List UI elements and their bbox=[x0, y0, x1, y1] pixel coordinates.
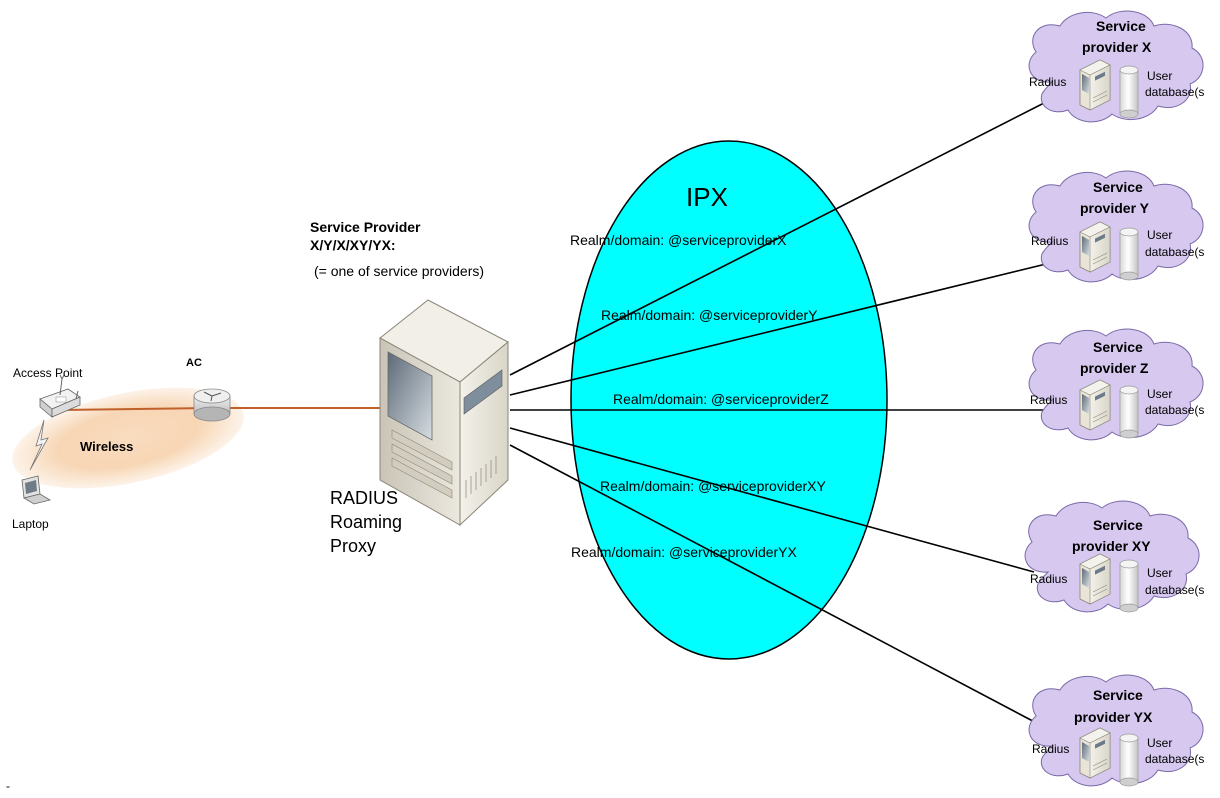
realm-label-z: Realm/domain: @serviceproviderZ bbox=[613, 391, 829, 407]
proxy-name-line3: Proxy bbox=[330, 536, 376, 556]
link-provider-x bbox=[509, 101, 1047, 376]
provider-z-title-line2: provider Z bbox=[1080, 360, 1149, 376]
link-provider-yx bbox=[509, 444, 1047, 729]
provider-y-title-line2: provider Y bbox=[1080, 200, 1150, 216]
ac-label: AC bbox=[186, 357, 202, 369]
laptop-label: Laptop bbox=[12, 517, 49, 531]
footer-mark: - bbox=[6, 779, 10, 793]
proxy-name-line2: Roaming bbox=[330, 512, 402, 532]
provider-z-db-line2: database(s bbox=[1145, 403, 1204, 417]
ipx-label: IPX bbox=[686, 182, 728, 212]
provider-yx-radius-label: Radius bbox=[1032, 742, 1069, 756]
ac-router-icon bbox=[193, 388, 231, 422]
provider-xy-radius-label: Radius bbox=[1030, 572, 1067, 586]
radius-proxy-server-icon bbox=[379, 299, 509, 527]
provider-x-db-line2: database(s bbox=[1145, 85, 1204, 99]
realm-label-y: Realm/domain: @serviceproviderY bbox=[601, 307, 818, 323]
access-point-icon bbox=[39, 374, 81, 418]
ipx-cloud bbox=[570, 140, 888, 660]
provider-yx-db-line1: User bbox=[1147, 736, 1172, 750]
realm-label-xy: Realm/domain: @serviceproviderXY bbox=[600, 478, 827, 494]
provider-x-title-line1: Service bbox=[1096, 18, 1146, 34]
provider-yx-title-line2: provider YX bbox=[1074, 709, 1153, 725]
wireless-coverage bbox=[12, 387, 244, 489]
provider-z-db-line1: User bbox=[1147, 387, 1172, 401]
realm-label-yx: Realm/domain: @serviceproviderYX bbox=[571, 544, 798, 560]
realm-label-x: Realm/domain: @serviceproviderX bbox=[570, 232, 787, 248]
provider-y-db-line2: database(s bbox=[1145, 245, 1204, 259]
provider-xy-db-line2: database(s bbox=[1145, 583, 1204, 597]
laptop-icon bbox=[21, 475, 52, 505]
provider-x-title-line2: provider X bbox=[1082, 39, 1152, 55]
provider-yx-title-line1: Service bbox=[1093, 687, 1143, 703]
proxy-heading-line2: X/Y/X/XY/YX: bbox=[310, 237, 396, 253]
proxy-name-line1: RADIUS bbox=[330, 488, 398, 508]
provider-y-db-line1: User bbox=[1147, 228, 1172, 242]
proxy-heading-line1: Service Provider bbox=[310, 219, 421, 235]
provider-z-title-line1: Service bbox=[1093, 339, 1143, 355]
provider-xy-title-line2: provider XY bbox=[1072, 538, 1151, 554]
wireless-link-icon bbox=[29, 419, 49, 471]
provider-z-radius-label: Radius bbox=[1030, 393, 1067, 407]
provider-x-db-line1: User bbox=[1147, 69, 1172, 83]
proxy-links bbox=[509, 101, 1047, 729]
provider-xy-db-line1: User bbox=[1147, 566, 1172, 580]
ap-to-ac-link bbox=[59, 407, 213, 411]
provider-y-title-line1: Service bbox=[1093, 179, 1143, 195]
link-provider-xy bbox=[509, 427, 1035, 573]
proxy-heading-note: (= one of service providers) bbox=[314, 263, 484, 279]
access-point-label: Access Point bbox=[13, 366, 83, 380]
provider-xy-title-line1: Service bbox=[1093, 517, 1143, 533]
provider-y-radius-label: Radius bbox=[1031, 234, 1068, 248]
wireless-label: Wireless bbox=[80, 439, 133, 454]
link-provider-y bbox=[509, 263, 1047, 396]
provider-yx-db-line2: database(s bbox=[1145, 752, 1204, 766]
provider-x-radius-label: Radius bbox=[1029, 75, 1066, 89]
